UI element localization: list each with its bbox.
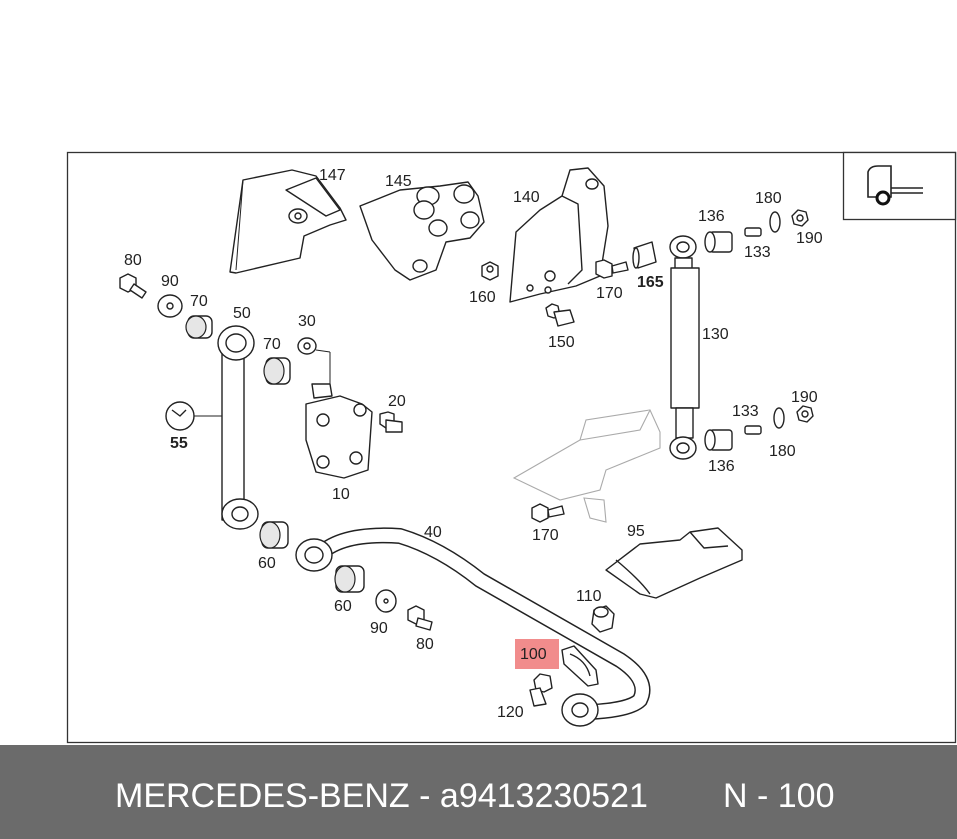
bolt-20 — [379, 411, 403, 433]
nut-160 — [481, 261, 499, 281]
link-rod-50 — [217, 325, 259, 530]
wrench-icon — [165, 401, 222, 431]
label-133-top: 133 — [744, 244, 771, 261]
label-150: 150 — [548, 334, 575, 351]
label-180-bottom: 180 — [769, 443, 796, 460]
washer-90-bottom — [375, 589, 397, 613]
label-160: 160 — [469, 289, 496, 306]
label-147: 147 — [319, 167, 346, 184]
label-136-bottom: 136 — [708, 458, 735, 475]
bracket-95 — [605, 527, 743, 599]
bolt-150 — [545, 303, 575, 327]
bolt-170-top — [595, 259, 629, 279]
shock-lower-hardware — [704, 405, 814, 451]
bushing-60-center — [334, 565, 365, 593]
nut-110 — [591, 605, 615, 633]
label-120: 120 — [497, 704, 524, 721]
label-10: 10 — [332, 486, 350, 503]
bolt-80-top — [119, 273, 147, 299]
bracket-147 — [229, 169, 347, 274]
diagram-frame — [66, 151, 957, 744]
label-110: 110 — [576, 588, 602, 605]
label-190-top: 190 — [796, 230, 823, 247]
label-80-bottom: 80 — [416, 636, 434, 653]
label-140: 140 — [513, 189, 540, 206]
bracket-140 — [509, 167, 609, 303]
bolt-120 — [529, 673, 553, 707]
truck-front-icon — [867, 165, 923, 206]
label-180-top: 180 — [755, 190, 782, 207]
parts-diagram: 147 145 140 136 180 190 133 165 170 160 … — [66, 151, 957, 744]
label-70-mid: 70 — [263, 336, 281, 353]
vehicle-inset-box — [842, 151, 957, 221]
bracket-10 — [305, 383, 373, 479]
label-145: 145 — [385, 173, 412, 190]
sleeve-165 — [632, 241, 657, 269]
label-165: 165 — [637, 274, 664, 291]
label-130: 130 — [702, 326, 729, 343]
bushing-70-mid — [263, 357, 291, 385]
label-60-center: 60 — [334, 598, 352, 615]
label-100: 100 — [520, 646, 547, 663]
bolt-80-bottom — [407, 605, 433, 631]
shock-upper-hardware — [704, 209, 809, 253]
label-55: 55 — [170, 435, 188, 452]
label-133-bottom: 133 — [732, 403, 759, 420]
washer-90-top — [157, 294, 183, 318]
label-80-top: 80 — [124, 252, 142, 269]
label-60-left: 60 — [258, 555, 276, 572]
shock-absorber-130 — [669, 235, 700, 460]
position-reference: N - 100 — [723, 777, 835, 815]
brand-part-number: MERCEDES-BENZ - a9413230521 — [115, 777, 648, 815]
bolt-170-lower — [531, 503, 565, 523]
bushing-70-top — [185, 315, 213, 339]
label-95: 95 — [627, 523, 645, 540]
label-170-bottom: 170 — [532, 527, 559, 544]
label-30: 30 — [298, 313, 316, 330]
label-90-bottom: 90 — [370, 620, 388, 637]
footer-bar: MERCEDES-BENZ - a9413230521 N - 100 — [0, 745, 957, 839]
label-50: 50 — [233, 305, 251, 322]
bracket-145 — [359, 181, 485, 281]
label-190-bottom: 190 — [791, 389, 818, 406]
stabilizer-bar-40 — [295, 527, 651, 727]
label-40: 40 — [424, 524, 442, 541]
lower-mount-bracket-ghost — [512, 409, 661, 523]
washer-30 — [297, 337, 317, 355]
highlight-100 — [515, 639, 559, 669]
label-90-top: 90 — [161, 273, 179, 290]
clamp-100 — [561, 645, 599, 687]
label-170-top: 170 — [596, 285, 623, 302]
label-136-top: 136 — [698, 208, 725, 225]
label-70-top: 70 — [190, 293, 208, 310]
label-20: 20 — [388, 393, 406, 410]
bushing-60-left — [259, 521, 289, 549]
